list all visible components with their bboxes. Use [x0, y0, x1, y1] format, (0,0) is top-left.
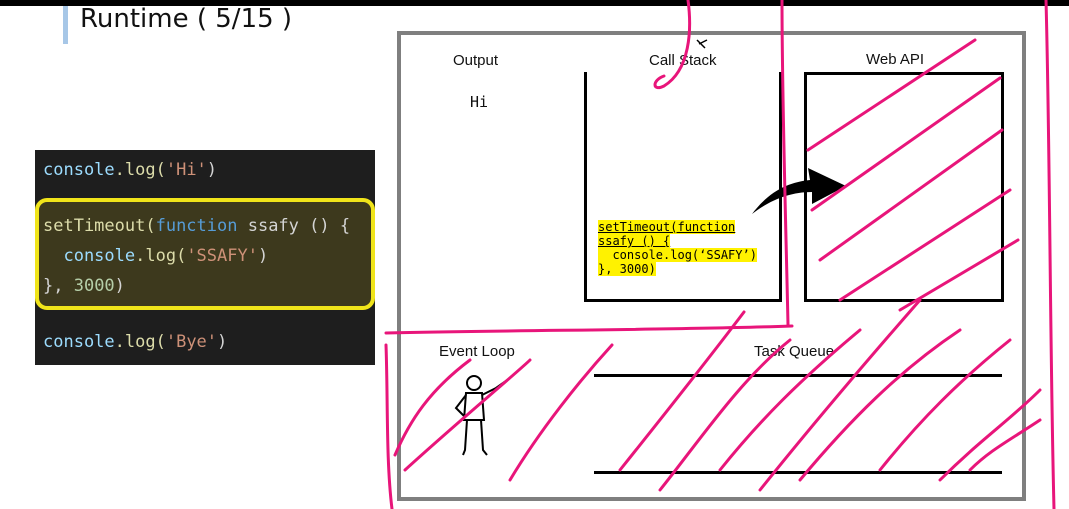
web-api-box: [804, 72, 1004, 302]
call-stack-frame: setTimeout(function ssafy () { console.l…: [598, 220, 757, 276]
event-loop-label: Event Loop: [439, 343, 515, 360]
web-api-label: Web API: [866, 51, 925, 68]
annotation-line-right-vertical: [1044, 0, 1056, 509]
task-queue-label: Task Queue: [754, 343, 835, 360]
code-line-5: console.log('Bye'): [43, 332, 228, 352]
slide-title: Runtime ( 5/15 ): [80, 4, 293, 34]
output-value: Hi: [470, 93, 489, 111]
code-highlight-box: [35, 198, 375, 310]
code-line-1: console.log('Hi'): [43, 160, 218, 180]
code-line-2: setTimeout(function ssafy () {: [43, 216, 351, 236]
output-label: Output: [453, 52, 499, 69]
title-accent-bar: [63, 6, 68, 44]
call-stack-label: Call Stack: [649, 52, 717, 69]
code-line-3: console.log('SSAFY'): [43, 246, 269, 266]
code-line-4: }, 3000): [43, 276, 125, 296]
annotation-line-left-vertical: [384, 343, 394, 509]
top-bar: [0, 0, 1069, 6]
task-queue-top-line: [594, 374, 1002, 377]
code-panel: console.log('Hi') setTimeout(function ss…: [35, 150, 375, 365]
task-queue-bottom-line: [594, 471, 1002, 474]
